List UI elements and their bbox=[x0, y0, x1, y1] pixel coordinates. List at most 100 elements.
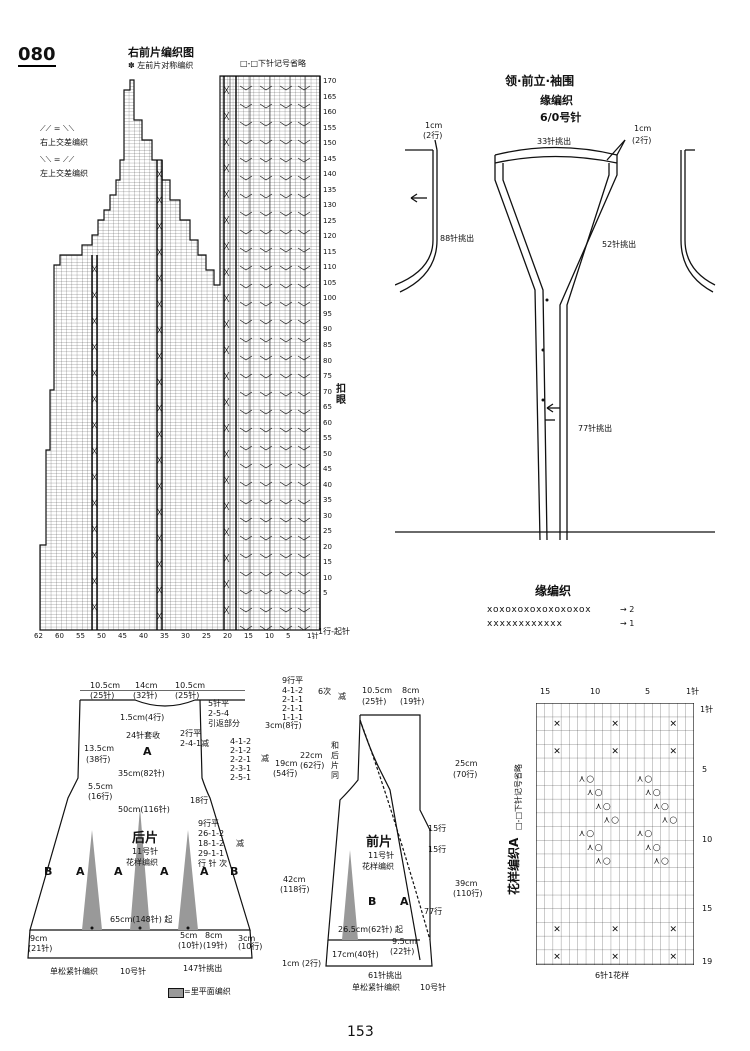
lace-mark bbox=[259, 121, 273, 127]
cable-cross-mark bbox=[91, 498, 98, 508]
lace-mark bbox=[279, 553, 293, 559]
stitch-label: 35 bbox=[160, 632, 169, 640]
same-as-back-3: 片 bbox=[331, 761, 339, 770]
edging-outline bbox=[395, 139, 716, 540]
lace-mark bbox=[279, 571, 293, 577]
row-label: 170 bbox=[323, 77, 337, 85]
cable-cross-mark bbox=[91, 576, 98, 586]
lace-mark bbox=[297, 553, 311, 559]
front-left-dim-5: (62行) bbox=[300, 761, 325, 770]
same-as-back-1: 和 bbox=[331, 741, 339, 750]
cable-cross-mark bbox=[156, 221, 163, 231]
lace-mark bbox=[259, 211, 273, 217]
front-neck-times: 6次 bbox=[318, 687, 332, 696]
lace-mark bbox=[297, 121, 311, 127]
pattern-a-row-15: 15 bbox=[702, 904, 713, 913]
back-block-4: A bbox=[200, 865, 209, 878]
grid-shape bbox=[39, 75, 321, 631]
pattern-a-symbol: ○ bbox=[661, 802, 669, 812]
pattern-a-symbol: ⋏ bbox=[579, 774, 586, 784]
lace-mark bbox=[259, 247, 273, 253]
pattern-a-symbol: ✕ bbox=[611, 747, 619, 757]
pattern-a-symbol: ○ bbox=[661, 857, 669, 867]
pattern-a-symbol: ○ bbox=[595, 843, 603, 853]
legend-cross-left-label: 左上交差编织 bbox=[40, 169, 88, 178]
row-label: 140 bbox=[323, 170, 337, 179]
cable-cross-mark bbox=[156, 507, 163, 517]
back-dec-3: 2-2-1 bbox=[230, 755, 252, 764]
pattern-a-symbol: ⋏ bbox=[587, 843, 594, 853]
lace-mark bbox=[297, 445, 311, 451]
back-outline bbox=[27, 690, 253, 959]
front-left-dim-4: 22cm bbox=[300, 751, 323, 760]
front-dim2-st: (19针) bbox=[400, 697, 425, 706]
lace-mark bbox=[279, 481, 293, 487]
back-block-0: B bbox=[44, 865, 53, 878]
lace-mark bbox=[239, 625, 253, 631]
back-hem-h: 3cm (10行) bbox=[238, 934, 263, 951]
lace-mark bbox=[297, 535, 311, 541]
lace-mark bbox=[259, 625, 273, 631]
back-hem: 65cm(148针) 起 bbox=[110, 915, 173, 924]
right-front-grid bbox=[39, 75, 321, 631]
cable-cross-mark bbox=[156, 247, 163, 257]
row-label: 165 bbox=[323, 92, 337, 101]
front-rows15b: 15行 bbox=[428, 845, 447, 854]
pattern-a-symbol: ✕ bbox=[670, 925, 678, 935]
front-dim1-cm: 10.5cm bbox=[362, 686, 393, 695]
cable-cross-mark bbox=[223, 397, 230, 407]
pattern-a-symbol: ⋏ bbox=[587, 788, 594, 798]
pattern-a-symbol: ○ bbox=[603, 802, 611, 812]
cable-cross-mark bbox=[156, 559, 163, 569]
cable-cross-mark bbox=[91, 550, 98, 560]
chart-subtitle: ✽ 左前片对称编织 bbox=[128, 62, 193, 70]
lace-mark bbox=[297, 373, 311, 379]
lace-mark bbox=[259, 355, 273, 361]
front-dim1-st: (25针) bbox=[362, 697, 387, 706]
row-label: 60 bbox=[323, 418, 332, 427]
lace-mark bbox=[239, 265, 253, 271]
page-number: 153 bbox=[347, 1024, 374, 1040]
front-dim2-cm: 8cm bbox=[402, 686, 420, 695]
back-shoulder-2: 2-5-4 bbox=[208, 709, 230, 718]
edge-pattern-title: 缘编织 bbox=[535, 584, 572, 598]
lace-mark bbox=[297, 283, 311, 289]
cable-cross-mark bbox=[223, 163, 230, 173]
lace-mark bbox=[279, 373, 293, 379]
row-label: 55 bbox=[323, 434, 332, 443]
front-name: 前片 bbox=[366, 835, 393, 850]
back-dim2-st: (32针) bbox=[133, 691, 158, 700]
back-hem-left-1: 9cm bbox=[30, 934, 48, 943]
lace-mark bbox=[259, 319, 273, 325]
back-side-dec-4: 29-1-1 bbox=[198, 849, 225, 858]
chart-legend-note: □-□下针记号省略 bbox=[240, 59, 307, 68]
cable-cross-mark bbox=[156, 455, 163, 465]
stitch-label: 45 bbox=[118, 632, 127, 640]
lace-mark bbox=[279, 607, 293, 613]
back-bottom-pickup: 147针挑出 bbox=[183, 964, 223, 973]
lace-mark bbox=[239, 337, 253, 343]
lace-mark bbox=[239, 517, 253, 523]
pattern-a-row-1: 1针 bbox=[700, 705, 714, 714]
cable-cross-mark bbox=[223, 553, 230, 563]
row-label: 100 bbox=[323, 294, 337, 303]
lace-mark bbox=[239, 481, 253, 487]
lace-mark bbox=[297, 157, 311, 163]
cable-cross-mark bbox=[91, 342, 98, 352]
lace-mark bbox=[297, 211, 311, 217]
back-dec-2: 2-1-2 bbox=[230, 746, 252, 755]
back-shoulder-1: 5针平 bbox=[208, 699, 230, 708]
lace-mark bbox=[259, 445, 273, 451]
cable-cross-mark bbox=[223, 215, 230, 225]
pattern-a-symbol: ○ bbox=[611, 815, 619, 825]
lace-mark bbox=[239, 553, 253, 559]
back-side-dec-3: 18-1-2 bbox=[198, 839, 225, 848]
cable-cross-mark bbox=[223, 319, 230, 329]
cable-cross-mark bbox=[223, 85, 230, 95]
lace-mark bbox=[297, 85, 311, 91]
back-dec-1: 4-1-2 bbox=[230, 737, 252, 746]
cable-cross-mark bbox=[91, 420, 98, 430]
back-side-dec-1: 9行平 bbox=[198, 819, 220, 828]
lace-mark bbox=[297, 625, 311, 631]
lace-mark bbox=[259, 517, 273, 523]
